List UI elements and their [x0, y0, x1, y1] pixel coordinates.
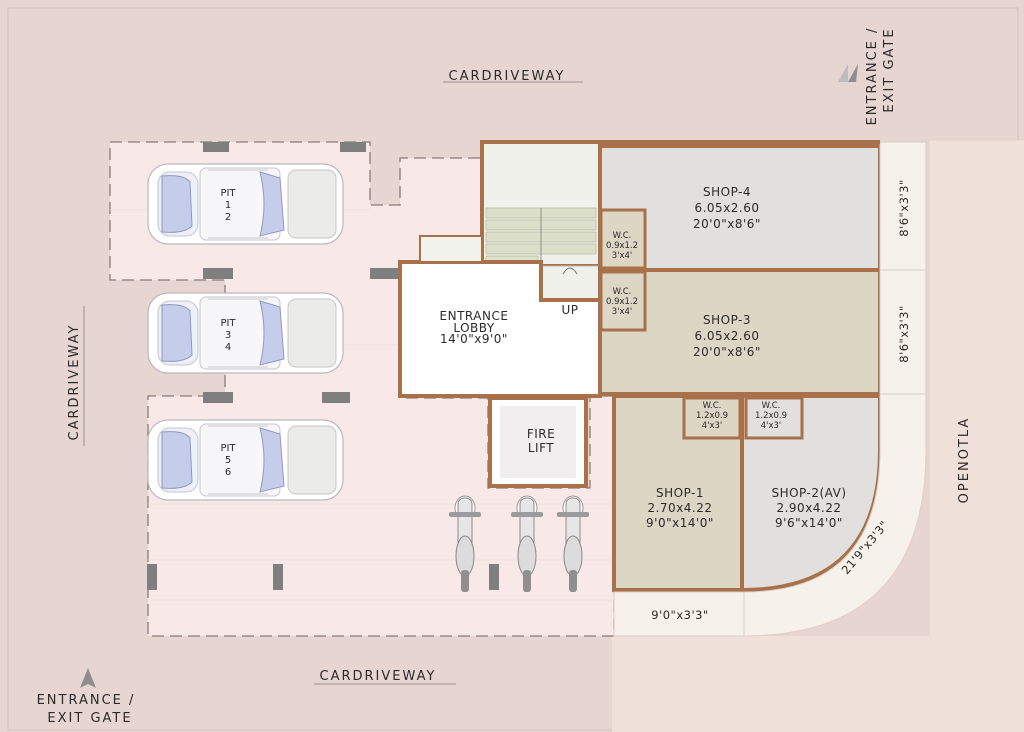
svg-text:6.05x2.60: 6.05x2.60 — [694, 329, 759, 343]
lobby-size: 14'0"x9'0" — [440, 332, 508, 346]
svg-text:0.9x1.2: 0.9x1.2 — [606, 241, 638, 251]
lift-line1: FIRE — [527, 427, 555, 441]
lobby-name2: LOBBY — [453, 321, 495, 335]
svg-text:5: 5 — [225, 455, 231, 466]
car-1 — [147, 163, 344, 245]
shop-4-label: SHOP-4 6.05x2.60 20'0"x8'6" — [693, 185, 761, 231]
parking-2-label: PIT 3 4 — [220, 318, 236, 353]
shop-1-label: SHOP-1 2.70x4.22 9'0"x14'0" — [646, 486, 714, 530]
svg-text:W.C.: W.C. — [703, 401, 722, 411]
svg-text:20'0"x8'6": 20'0"x8'6" — [693, 345, 761, 359]
svg-text:2.90x4.22: 2.90x4.22 — [776, 501, 841, 515]
wc-3 — [682, 396, 742, 440]
svg-text:PIT: PIT — [220, 318, 236, 329]
dim-right-1: 8'6"x3'3" — [897, 179, 911, 236]
entrance-bottom-line2: EXIT GATE — [47, 711, 132, 726]
wc-1 — [599, 208, 647, 270]
entrance-top-line2: EXIT GATE — [882, 27, 897, 112]
parking-3-label: PIT 5 6 — [220, 443, 236, 478]
shop-3-label: SHOP-3 6.05x2.60 20'0"x8'6" — [693, 313, 761, 359]
entrance-top-line1: ENTRANCE / — [865, 27, 880, 126]
svg-text:W.C.: W.C. — [613, 231, 632, 241]
svg-text:6.05x2.60: 6.05x2.60 — [694, 201, 759, 215]
shop-3 — [598, 268, 882, 396]
svg-text:1.2x0.9: 1.2x0.9 — [755, 411, 787, 421]
lobby-name: ENTRANCE — [440, 309, 509, 323]
road-label-left: CARDRIVEWAY — [67, 324, 82, 441]
svg-text:1.2x0.9: 1.2x0.9 — [696, 411, 728, 421]
svg-text:1: 1 — [225, 200, 231, 211]
svg-text:SHOP-4: SHOP-4 — [703, 185, 751, 199]
lift-line2: LIFT — [528, 441, 554, 455]
setback-right-1 — [879, 141, 927, 271]
svg-text:PIT: PIT — [220, 188, 236, 199]
svg-text:PIT: PIT — [220, 443, 236, 454]
north-arrow-bottom — [80, 668, 96, 688]
svg-text:0.9x1.2: 0.9x1.2 — [606, 297, 638, 307]
wc-4 — [744, 396, 804, 440]
road-label-right: OPENOTLA — [957, 417, 972, 504]
svg-text:4'x3': 4'x3' — [702, 421, 723, 431]
svg-text:3'x4': 3'x4' — [612, 307, 633, 317]
svg-text:4: 4 — [225, 342, 231, 353]
parking-1-label: PIT 1 2 — [220, 188, 236, 223]
setback-bottom — [613, 591, 745, 637]
wc-3-label: W.C. 1.2x0.9 4'x3' — [696, 401, 728, 431]
road-label-bottom: CARDRIVEWAY — [320, 669, 437, 684]
dim-bottom: 9'0"x3'3" — [651, 608, 708, 622]
wc-4-label: W.C. 1.2x0.9 4'x3' — [755, 401, 787, 431]
svg-text:20'0"x8'6": 20'0"x8'6" — [693, 217, 761, 231]
north-arrow-top — [848, 64, 858, 82]
svg-text:9'6"x14'0": 9'6"x14'0" — [775, 516, 843, 530]
svg-text:3'x4': 3'x4' — [612, 251, 633, 261]
svg-text:9'0"x14'0": 9'0"x14'0" — [646, 516, 714, 530]
svg-text:SHOP-3: SHOP-3 — [703, 313, 751, 327]
svg-text:2.70x4.22: 2.70x4.22 — [647, 501, 712, 515]
svg-text:W.C.: W.C. — [613, 287, 632, 297]
wc-2-label: W.C. 0.9x1.2 3'x4' — [606, 287, 638, 317]
wc-2 — [599, 270, 647, 332]
svg-text:6: 6 — [225, 467, 231, 478]
setback-right-2 — [879, 269, 927, 395]
svg-text:4'x3': 4'x3' — [761, 421, 782, 431]
svg-text:SHOP-1: SHOP-1 — [656, 486, 704, 500]
car-2 — [147, 292, 344, 374]
svg-text:3: 3 — [225, 330, 231, 341]
shop-2-label: SHOP-2(AV) 2.90x4.22 9'6"x14'0" — [771, 486, 846, 530]
svg-text:SHOP-2(AV): SHOP-2(AV) — [771, 486, 846, 500]
stair-up-label: UP — [561, 303, 578, 317]
car-3 — [147, 419, 344, 501]
entrance-bottom-line1: ENTRANCE / — [37, 693, 136, 708]
road-label-top: CARDRIVEWAY — [449, 69, 566, 84]
svg-text:2: 2 — [225, 212, 231, 223]
svg-text:W.C.: W.C. — [762, 401, 781, 411]
column-markers — [147, 142, 499, 590]
dim-right-2: 8'6"x3'3" — [897, 305, 911, 362]
wc-1-label: W.C. 0.9x1.2 3'x4' — [606, 231, 638, 261]
